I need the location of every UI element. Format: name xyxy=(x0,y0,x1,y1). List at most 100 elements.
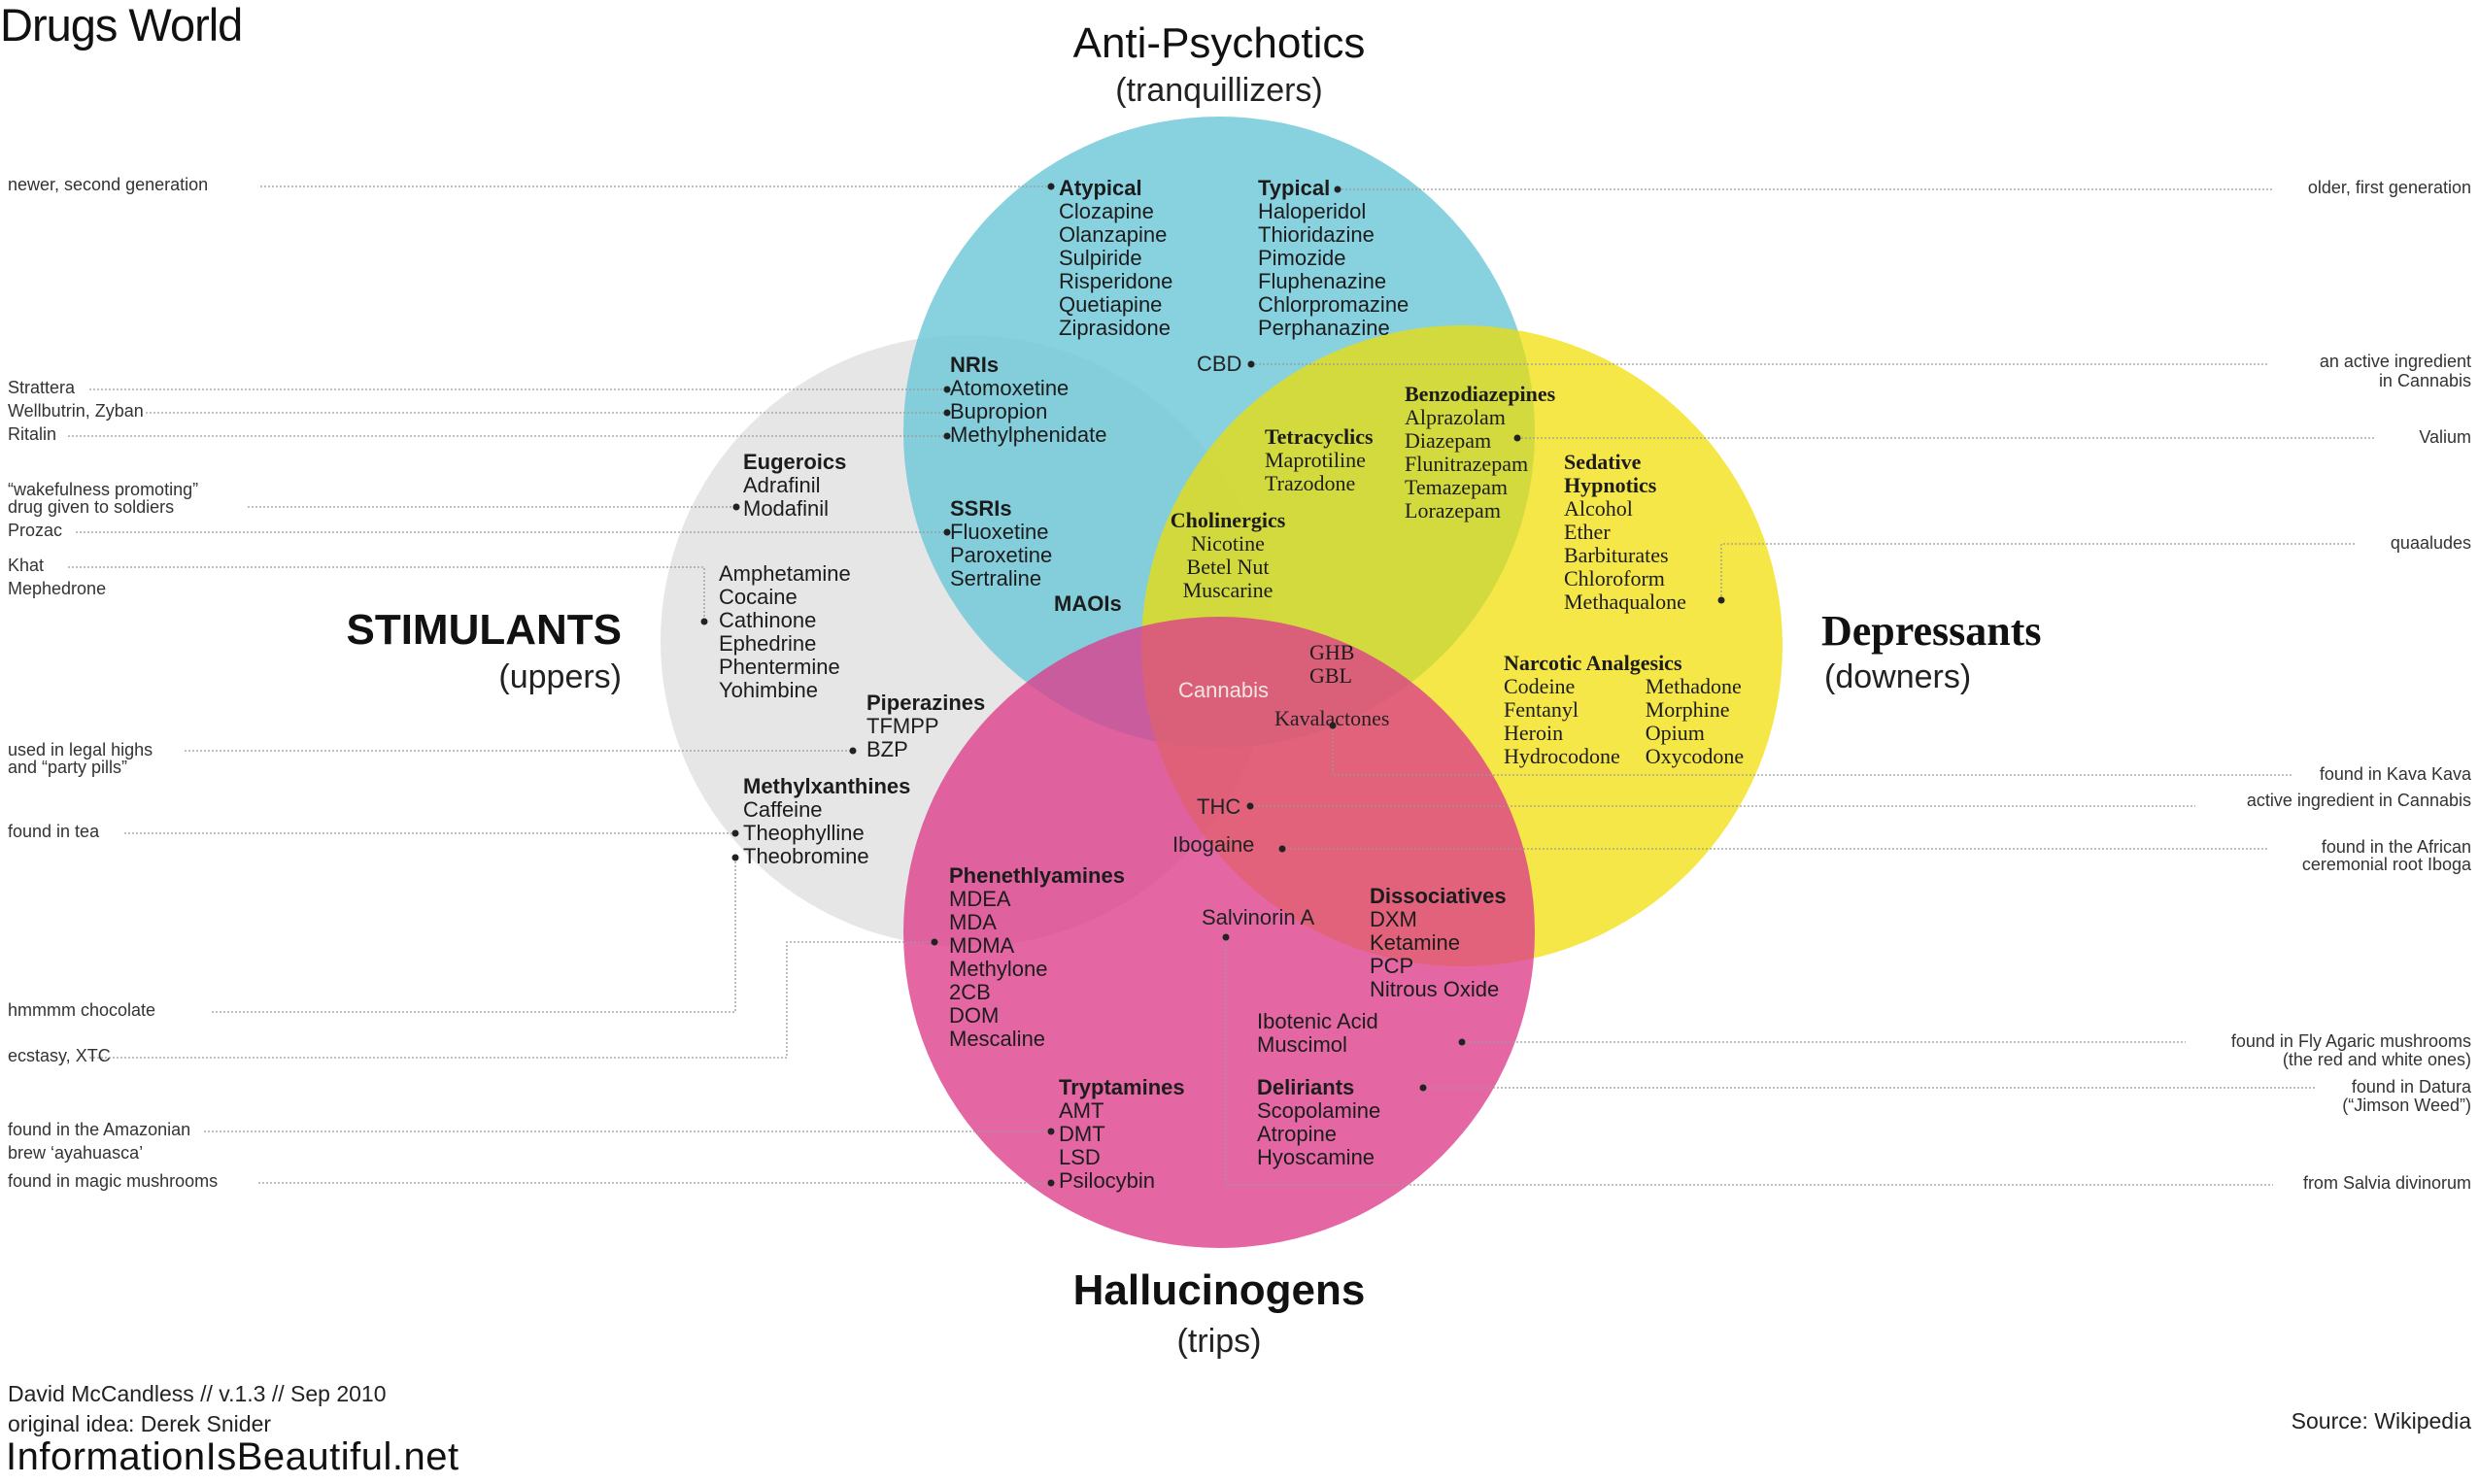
drug: Nitrous Oxide xyxy=(1370,977,1500,1001)
group-cholinergics: Cholinergics Nicotine Betel Nut Muscarin… xyxy=(1160,509,1296,602)
drug: Atropine xyxy=(1257,1122,1337,1146)
note-mushrooms: found in magic mushrooms xyxy=(8,1171,219,1191)
note-legal-highs-2: and “party pills” xyxy=(8,758,128,777)
drug: Olanzapine xyxy=(1059,222,1168,247)
note-cannabis-ingredient-2: in Cannabis xyxy=(2378,371,2471,390)
antipsychotics-subtitle: (tranquillizers) xyxy=(1115,72,1323,109)
note-valium: Valium xyxy=(2419,427,2471,447)
drug-salvinorin: Salvinorin A xyxy=(1202,905,1315,929)
drug-thc: THC xyxy=(1197,794,1241,819)
group-deliriants: Deliriants Scopolamine Atropine Hyoscami… xyxy=(1257,1076,1380,1169)
drug: Flunitrazepam xyxy=(1405,452,1529,476)
group-heading: Phenethlyamines xyxy=(949,863,1125,888)
group-heading: MAOIs xyxy=(1054,591,1122,616)
note-salvia: from Salvia divinorum xyxy=(2302,1173,2471,1193)
note-amazonian: found in the Amazonian xyxy=(8,1120,191,1139)
drug: Ether xyxy=(1564,520,1611,544)
drug: DXM xyxy=(1370,907,1417,931)
drug: Methaqualone xyxy=(1564,590,1686,614)
stimulants-title: STIMULANTS xyxy=(346,606,622,654)
drug: Fentanyl xyxy=(1504,697,1579,722)
group-heading: Deliriants xyxy=(1257,1075,1355,1099)
drug: Psilocybin xyxy=(1059,1168,1156,1193)
drug: Muscarine xyxy=(1182,578,1273,602)
drug: Amphetamine xyxy=(719,561,851,586)
group-sedative: Sedative Hypnotics Alcohol Ether Barbitu… xyxy=(1564,451,1686,614)
drug: Muscimol xyxy=(1257,1032,1347,1057)
drug: Morphine xyxy=(1645,697,1730,722)
group-nris: NRIs Atomoxetine Bupropion Methylphenida… xyxy=(950,354,1106,447)
note-fly-agaric-2: (the red and white ones) xyxy=(2282,1050,2471,1069)
drug: Opium xyxy=(1645,721,1705,745)
drug: Alcohol xyxy=(1564,496,1633,521)
drug: 2CB xyxy=(949,980,991,1004)
note-ecstasy: ecstasy, XTC xyxy=(8,1046,111,1065)
drug: Chlorpromazine xyxy=(1258,292,1409,317)
drug: Maprotiline xyxy=(1265,448,1366,472)
drug: GBL xyxy=(1309,663,1352,688)
drug: Methadone xyxy=(1645,674,1742,698)
note-tea: found in tea xyxy=(8,822,100,841)
group-heading: Atypical xyxy=(1059,176,1142,200)
drug: DMT xyxy=(1059,1122,1105,1146)
group-narcotic: Narcotic Analgesics Codeine Fentanyl Her… xyxy=(1504,652,1744,768)
drug: Ephedrine xyxy=(719,631,817,656)
drug: Clozapine xyxy=(1059,199,1154,223)
drug-ibogaine: Ibogaine xyxy=(1172,832,1255,857)
leader-lines xyxy=(68,186,2375,1186)
note-iboga: found in the African xyxy=(2321,837,2471,857)
drug: PCP xyxy=(1370,954,1414,978)
drug: Fluphenazine xyxy=(1258,269,1387,293)
drug: Hydrocodone xyxy=(1504,744,1620,768)
antipsychotics-title: Anti-Psychotics xyxy=(1072,19,1366,67)
note-datura-2: (“Jimson Weed”) xyxy=(2342,1096,2471,1115)
hallucinogens-title: Hallucinogens xyxy=(1072,1266,1366,1314)
note-datura: found in Datura xyxy=(2351,1077,2471,1096)
note-chocolate: hmmmm chocolate xyxy=(8,1000,156,1020)
note-amazonian-2: brew ‘ayahuasca’ xyxy=(8,1143,144,1163)
drug: Sulpiride xyxy=(1059,246,1142,270)
group-heading: Typical xyxy=(1258,176,1331,200)
stimulants-subtitle: (uppers) xyxy=(498,658,622,695)
drug: Methylone xyxy=(949,957,1048,981)
group-heading: Tetracyclics xyxy=(1265,424,1374,449)
note-thc: active ingredient in Cannabis xyxy=(2246,791,2471,810)
drug: AMT xyxy=(1059,1098,1104,1123)
footer-site: InformationIsBeautiful.net xyxy=(6,1435,459,1478)
drug: MDMA xyxy=(949,933,1015,958)
drug: Modafinil xyxy=(743,496,830,521)
drug: Ibotenic Acid xyxy=(1257,1009,1378,1033)
group-piperazines: Piperazines TFMPP BZP xyxy=(866,691,985,761)
drug: Scopolamine xyxy=(1257,1098,1381,1123)
drug: Trazodone xyxy=(1265,471,1356,495)
group-benzodiazepines: Benzodiazepines Alprazolam Diazepam Flun… xyxy=(1405,383,1555,523)
note-wellbutrin: Wellbutrin, Zyban xyxy=(8,401,144,421)
note-mephedrone: Mephedrone xyxy=(8,579,107,598)
note-quaaludes: quaaludes xyxy=(2390,533,2471,553)
drug: Betel Nut xyxy=(1186,555,1270,579)
drug: Quetiapine xyxy=(1059,292,1163,317)
note-khat: Khat xyxy=(8,556,45,575)
drug: Theobromine xyxy=(743,844,869,868)
drug: Oxycodone xyxy=(1645,744,1745,768)
note-newer: newer, second generation xyxy=(8,175,209,194)
group-tryptamines: Tryptamines AMT DMT LSD Psilocybin xyxy=(1059,1076,1185,1193)
group-maois: MAOIs xyxy=(1054,592,1122,616)
group-phenethylamines: Phenethlyamines MDEA MDA MDMA Methylone … xyxy=(949,864,1125,1051)
footer-idea: original idea: Derek Snider xyxy=(8,1411,272,1436)
drug: Sertraline xyxy=(950,566,1042,590)
footer-source: Source: Wikipedia xyxy=(2291,1408,2471,1433)
group-heading: Tryptamines xyxy=(1059,1075,1185,1099)
group-heading: Narcotic Analgesics xyxy=(1504,651,1682,675)
note-strattera: Strattera xyxy=(8,378,76,397)
drug: Pimozide xyxy=(1258,246,1346,270)
group-heading: SSRIs xyxy=(950,496,1012,521)
drug: MDA xyxy=(949,910,997,934)
group-heading: Eugeroics xyxy=(743,450,847,474)
depressants-title: Depressants xyxy=(1821,607,2042,655)
group-ssris: SSRIs Fluoxetine Paroxetine Sertraline xyxy=(950,497,1052,590)
drug: Heroin xyxy=(1504,721,1564,745)
group-eugeroics: Eugeroics Adrafinil Modafinil xyxy=(743,451,846,521)
note-prozac: Prozac xyxy=(8,521,63,540)
